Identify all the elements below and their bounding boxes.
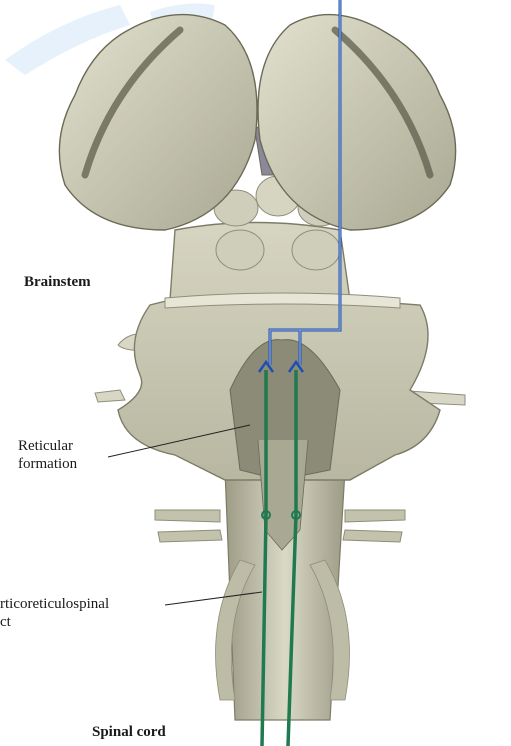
label-brainstem: Brainstem: [24, 274, 91, 291]
colliculus: [216, 230, 264, 270]
spinal-root-left-2: [158, 530, 222, 542]
colliculus: [292, 230, 340, 270]
label-tract-line2: ct: [0, 614, 11, 631]
label-spinal-cord: Spinal cord: [92, 724, 166, 741]
spinal-root-left: [155, 510, 220, 522]
label-tract-line1: rticoreticulospinal: [0, 596, 109, 613]
spinal-root-right-2: [343, 530, 402, 542]
label-reticular-line2: formation: [18, 456, 77, 473]
label-reticular-line1: Reticular: [18, 438, 73, 455]
spinal-root-right: [345, 510, 405, 522]
cranial-nerve-left-2: [95, 390, 125, 402]
